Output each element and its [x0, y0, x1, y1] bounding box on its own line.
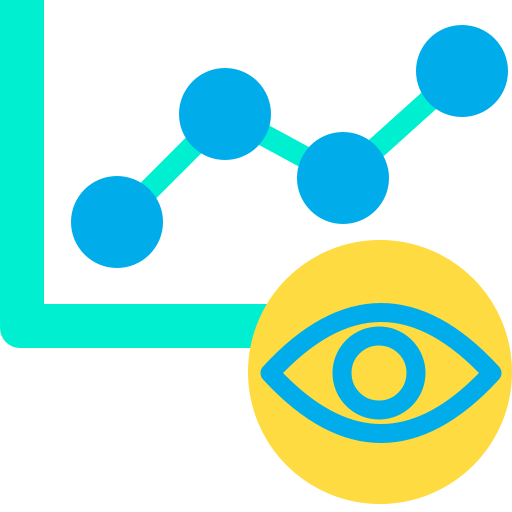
chart-axis [0, 0, 290, 348]
eye-icon [260, 303, 502, 443]
data-point [71, 176, 163, 268]
data-point [416, 25, 508, 117]
eye-iris [332, 326, 426, 420]
data-point [297, 132, 389, 224]
eye-outline [260, 303, 502, 443]
data-point [179, 68, 271, 160]
eye-badge [248, 240, 512, 504]
trend-line [106, 60, 473, 233]
